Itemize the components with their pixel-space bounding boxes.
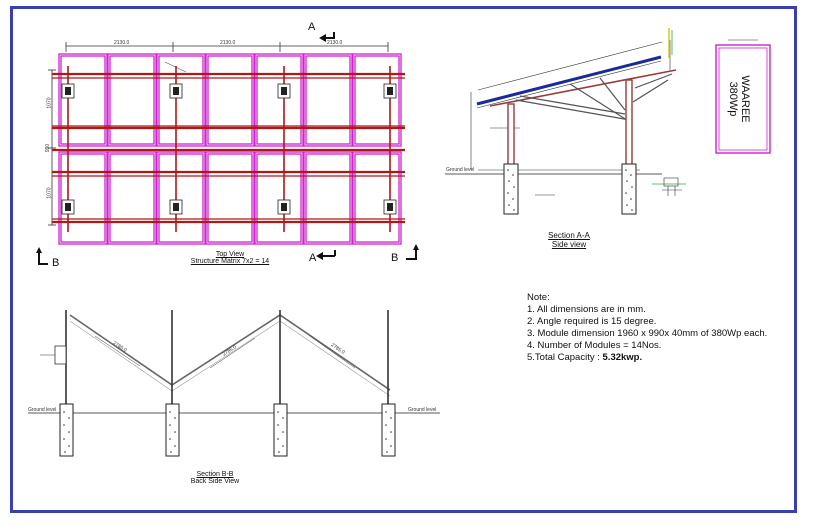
section-bb-caption: Section B-B Back Side View: [170, 471, 260, 485]
section-aa-subtitle: Side view: [551, 240, 587, 249]
bb-ground-label-right: Ground level: [408, 407, 437, 413]
sheet-border: [10, 6, 797, 513]
top-view-caption: Top View Structure Matrix 7x2 = 14: [165, 251, 295, 265]
section-mark-a-top: A: [308, 21, 316, 33]
dim-top-3: 2130.0: [327, 40, 343, 46]
section-bb-title: Section B-B: [196, 471, 234, 478]
bb-ground-label-left: Ground level: [28, 407, 57, 413]
note-item: 4. Number of Modules = 14Nos.: [527, 340, 662, 351]
dim-top-1: 2130.0: [114, 40, 130, 46]
dim-top-2: 2130.0: [220, 40, 236, 46]
section-aa-ground-label: Ground level: [446, 167, 475, 173]
top-view-subtitle: Structure Matrix 7x2 = 14: [190, 258, 270, 265]
note-capacity-value: 5.32kwp.: [602, 352, 643, 363]
section-mark-b-left: B: [52, 257, 60, 269]
section-mark-a-bottom: A: [309, 252, 317, 264]
notes-heading: Note:: [527, 292, 550, 303]
notes-block: Note: 1. All dimensions are in mm. 2. An…: [527, 292, 767, 364]
note-item: 2. Angle required is 15 degree.: [527, 316, 657, 327]
section-aa-title: Section A-A: [548, 231, 590, 240]
note-capacity: 5.Total Capacity : 5.32kwp.: [527, 352, 767, 364]
note-capacity-label: 5.Total Capacity :: [527, 352, 603, 363]
note-item: 1. All dimensions are in mm.: [527, 304, 646, 315]
note-item: 3. Module dimension 1960 x 990x 40mm of …: [527, 328, 768, 339]
section-mark-b-right: B: [391, 252, 399, 264]
section-bb-subtitle: Back Side View: [190, 478, 240, 485]
top-view-title: Top View: [215, 251, 245, 258]
section-aa-caption: Section A-A Side view: [524, 231, 614, 249]
